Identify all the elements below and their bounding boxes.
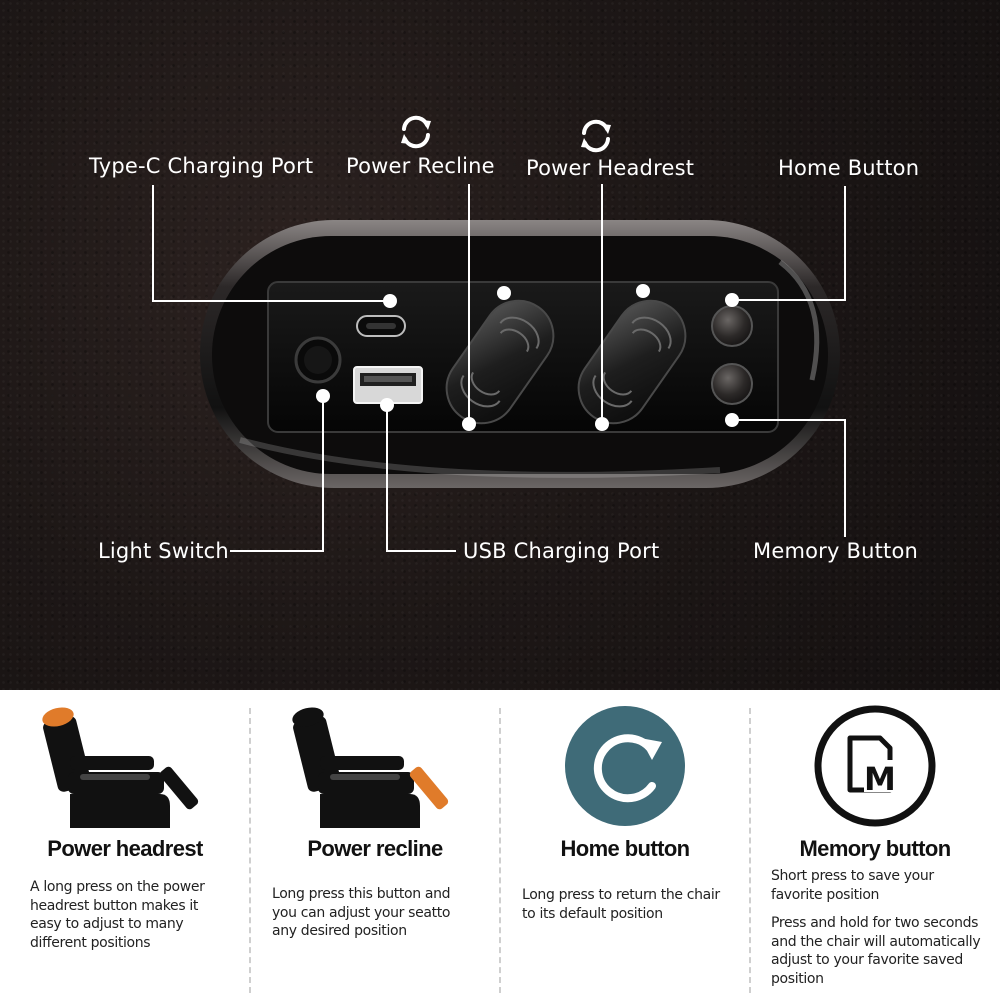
headrest-rocker: [577, 299, 687, 425]
home-button-label: Home Button: [778, 156, 920, 180]
control-panel: [200, 220, 840, 488]
memory-button-knob: [711, 363, 753, 405]
power-headrest-label: Power Headrest: [526, 156, 695, 180]
light-switch-label: Light Switch: [98, 539, 229, 563]
feature-description: Long press this button and you can adjus…: [272, 886, 451, 939]
recliner-footrest-icon: [292, 707, 449, 828]
feature-description: Long press to return the chair to its de…: [522, 887, 720, 922]
home-return-icon: [565, 706, 685, 826]
feature-title: Power recline: [307, 836, 443, 861]
headrest-refresh-icon: [581, 119, 611, 153]
feature-title: Power headrest: [47, 836, 203, 861]
column-divider: [749, 708, 751, 993]
control-panel-photo: Type-C Charging Port Power Recline Power…: [0, 0, 1000, 690]
feature-power-recline: Power recline Long press this button and…: [250, 690, 500, 1000]
recline-refresh-icon: [401, 115, 431, 149]
type-c-label: Type-C Charging Port: [89, 154, 314, 178]
svg-text:M: M: [864, 760, 896, 798]
usb-port-label: USB Charging Port: [463, 539, 660, 563]
callout-leader-lines: [0, 0, 1000, 690]
feature-description: A long press on the power headrest butto…: [30, 879, 205, 951]
feature-explainer: Power headrest A long press on the power…: [0, 690, 1000, 1000]
feature-description: Short press to save your favorite positi…: [771, 868, 934, 903]
memory-m-icon: M: [814, 705, 936, 827]
feature-title: Home button: [560, 836, 690, 861]
feature-memory-button: M Memory button Short press to save your…: [750, 690, 1000, 1000]
feature-power-headrest: Power headrest A long press on the power…: [0, 690, 250, 1000]
power-recline-label: Power Recline: [346, 154, 495, 178]
recliner-headrest-icon: [42, 707, 199, 828]
column-divider: [499, 708, 501, 993]
feature-title: Memory button: [799, 836, 951, 861]
feature-description-extra: Press and hold for two seconds and the c…: [771, 915, 981, 987]
memory-button-label: Memory Button: [753, 539, 919, 563]
recline-rocker: [445, 299, 555, 425]
feature-home-button: Home button Long press to return the cha…: [500, 690, 750, 1000]
column-divider: [249, 708, 251, 993]
